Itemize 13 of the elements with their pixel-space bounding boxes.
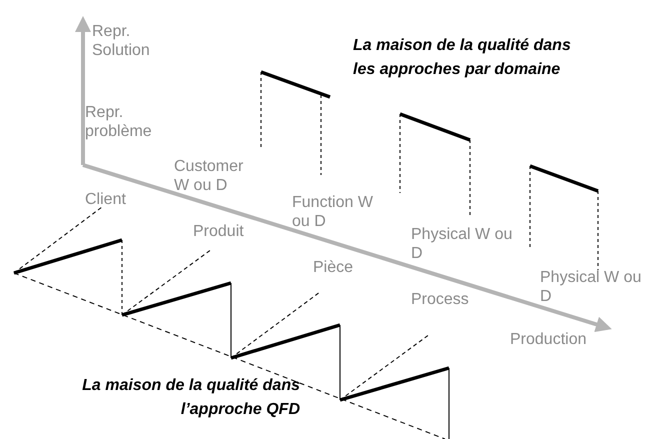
axis-label: Repr. problème — [85, 103, 153, 141]
axis-label: Process — [411, 290, 470, 309]
axis-label: Produit — [193, 222, 245, 241]
diagram-caption: La maison de la qualité dans les approches par domaine — [353, 36, 572, 80]
axis-label: Physical W ou D — [411, 225, 513, 263]
axis-label: Customer W ou D — [174, 157, 244, 195]
axis-label: Client — [85, 190, 127, 209]
axis-label: Physical W ou D — [540, 268, 642, 306]
diagram-caption: La maison de la qualité dans l’approche QFD — [81, 376, 300, 420]
axis-label: Production — [510, 330, 588, 349]
axis-label: Pièce — [313, 258, 354, 277]
axis-label: Repr. Solution — [92, 22, 151, 60]
axis-label: Function W ou D — [292, 193, 374, 231]
